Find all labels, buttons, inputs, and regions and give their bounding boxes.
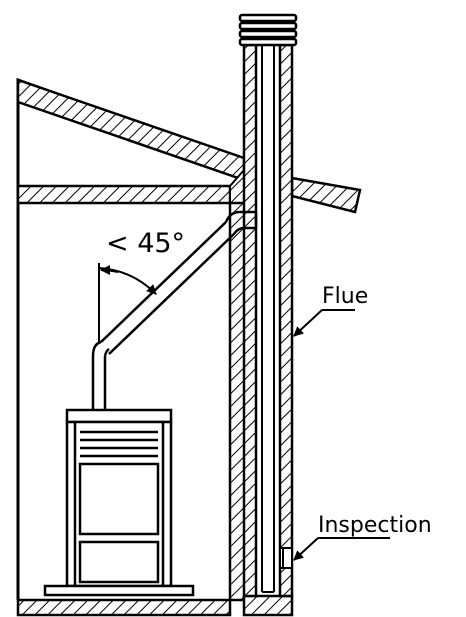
roof-slab (16, 78, 246, 182)
chimney-base (242, 594, 294, 617)
flue-pipe (91, 210, 258, 410)
pellet-stove (43, 408, 195, 597)
angle-label: < 45° (106, 228, 185, 259)
flue-leader (293, 309, 355, 337)
angle-annotation (98, 263, 157, 343)
floor-slab (16, 598, 232, 617)
flue-liner (261, 45, 275, 593)
roof-overhang (290, 176, 362, 214)
chimney-left-wall (242, 43, 258, 598)
ceiling-slab (16, 184, 232, 205)
flue-label: Flue (322, 284, 368, 309)
chimney-cap (238, 13, 298, 47)
inspection-door (279, 547, 293, 569)
inspection-leader (293, 537, 390, 561)
chimney-right-wall (278, 43, 294, 598)
inspection-label: Inspection (318, 513, 432, 538)
